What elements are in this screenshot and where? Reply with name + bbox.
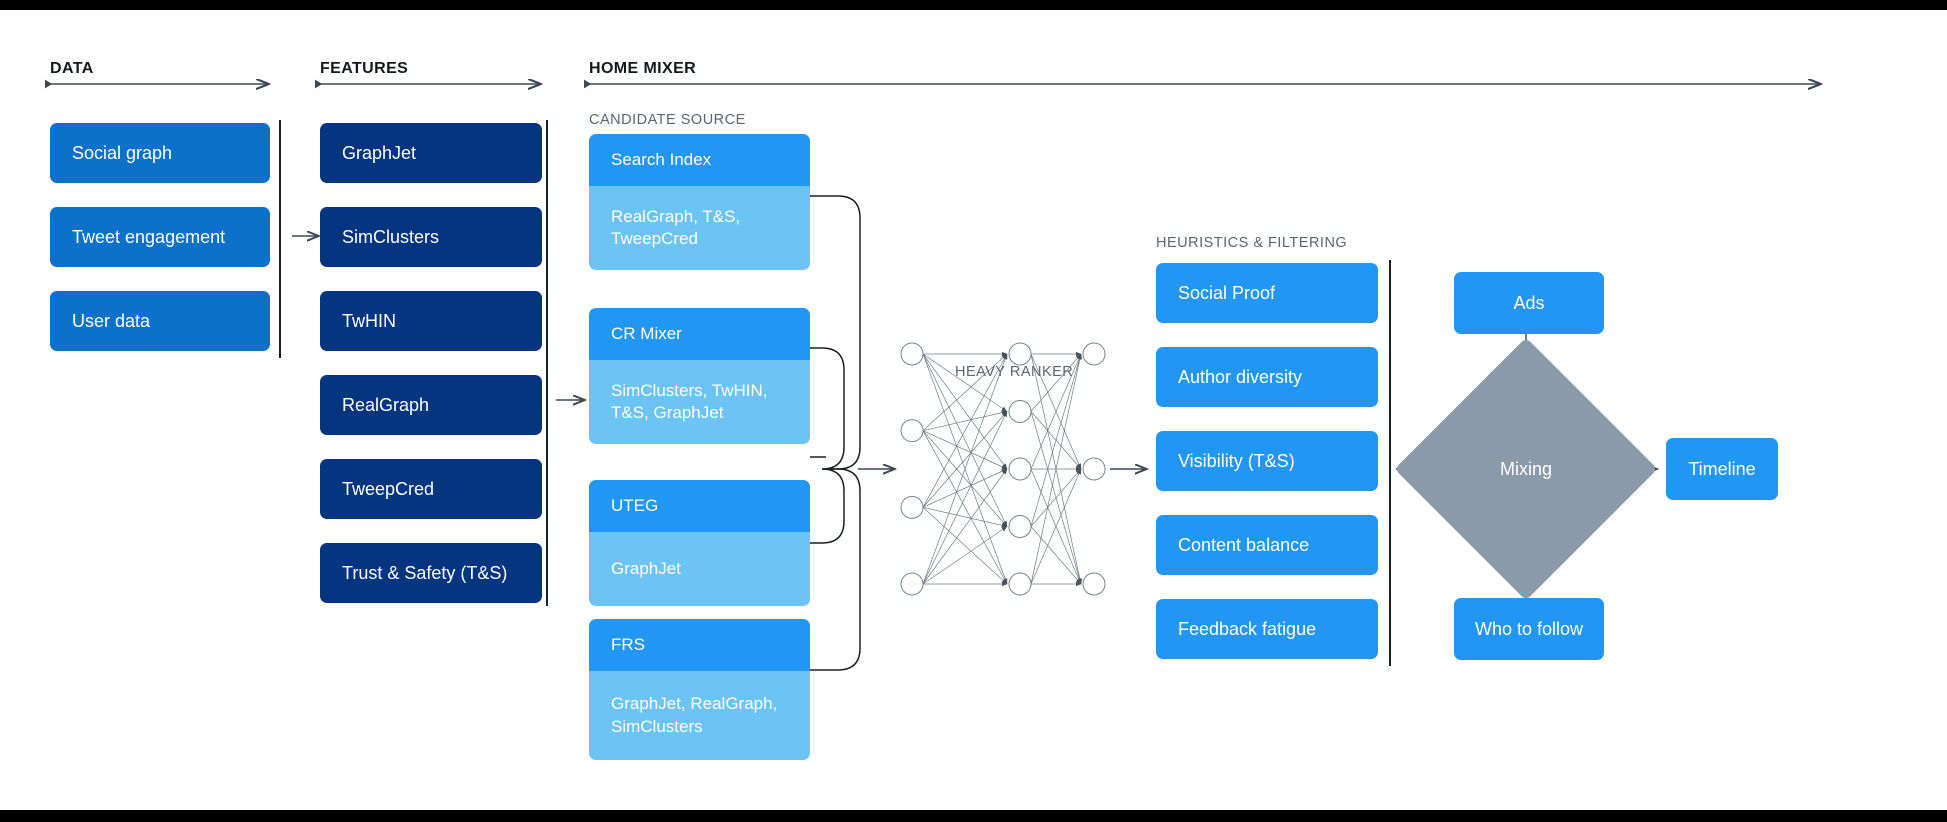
neural-node-input-4 xyxy=(900,572,924,596)
feature-box-label: Trust & Safety (T&S) xyxy=(342,562,508,583)
feature-box-label: TweepCred xyxy=(342,478,435,499)
heuristic-box-label: Social Proof xyxy=(1178,282,1276,303)
data-box-tweet-engagement[interactable]: Tweet engagement xyxy=(50,207,270,267)
neural-node-hidden-4 xyxy=(1008,515,1032,538)
feature-box-twhin[interactable]: TwHIN xyxy=(320,291,542,351)
divider-data-column xyxy=(279,120,281,358)
heuristic-box-content-balance[interactable]: Content balance xyxy=(1156,515,1378,575)
feature-box-realgraph[interactable]: RealGraph xyxy=(320,375,542,435)
feature-box-tweepcred[interactable]: TweepCred xyxy=(320,459,542,519)
mixing-label: Mixing xyxy=(1499,459,1552,479)
neural-node-input-1 xyxy=(900,342,924,366)
section-title-data: DATA xyxy=(50,60,94,77)
diagram-canvas: DATA FEATURES HOME MIXER CANDIDATE SOURC… xyxy=(0,10,1947,810)
heuristic-box-label: Content balance xyxy=(1178,534,1310,555)
heuristic-box-feedback-fatigue[interactable]: Feedback fatigue xyxy=(1156,599,1378,659)
subsection-label-heavy-ranker: HEAVY RANKER xyxy=(955,364,1074,380)
neural-node-input-3 xyxy=(900,495,924,519)
connector-overlay xyxy=(0,10,1947,671)
data-box-user-data[interactable]: User data xyxy=(50,291,270,351)
neural-node-input-2 xyxy=(900,419,924,443)
candidate-source-features: RealGraph, T&S, TweepCred xyxy=(589,186,810,270)
neural-node-output-1 xyxy=(1082,342,1106,366)
section-title-home-mixer: HOME MIXER xyxy=(589,60,697,77)
heuristic-box-label: Feedback fatigue xyxy=(1178,618,1317,639)
candidate-source-card-frs[interactable]: FRS GraphJet, RealGraph, SimClusters xyxy=(589,619,810,760)
bottom-black-bar xyxy=(0,810,1947,822)
candidate-source-card-search-index[interactable]: Search Index RealGraph, T&S, TweepCred xyxy=(589,134,810,270)
candidate-source-title: FRS xyxy=(589,619,810,671)
candidate-source-card-cr-mixer[interactable]: CR Mixer SimClusters, TwHIN, T&S, GraphJ… xyxy=(589,308,810,444)
top-black-bar xyxy=(0,0,1947,10)
data-box-label: Tweet engagement xyxy=(72,226,226,247)
candidate-source-features: GraphJet, RealGraph, SimClusters xyxy=(589,671,810,760)
neural-node-output-3 xyxy=(1082,572,1106,596)
neural-node-hidden-1 xyxy=(1008,342,1032,366)
output-box-who-to-follow[interactable]: Who to follow xyxy=(1454,598,1604,660)
feature-box-label: GraphJet xyxy=(342,142,417,163)
divider-heuristics-column xyxy=(1389,260,1391,666)
heuristic-box-social-proof[interactable]: Social Proof xyxy=(1156,263,1378,323)
output-box-timeline[interactable]: Timeline xyxy=(1666,438,1778,500)
divider-features-column xyxy=(546,120,548,606)
neural-node-output-2 xyxy=(1082,457,1106,481)
heuristic-box-label: Visibility (T&S) xyxy=(1178,450,1295,471)
candidate-source-title: Search Index xyxy=(589,134,810,186)
heuristic-box-visibility[interactable]: Visibility (T&S) xyxy=(1156,431,1378,491)
feature-box-label: TwHIN xyxy=(342,310,396,331)
output-box-label: Timeline xyxy=(1688,458,1756,479)
candidate-source-features: SimClusters, TwHIN, T&S, GraphJet xyxy=(589,360,810,444)
section-title-features: FEATURES xyxy=(320,60,409,77)
feature-box-trust-and-safety[interactable]: Trust & Safety (T&S) xyxy=(320,543,542,603)
candidate-source-title: CR Mixer xyxy=(589,308,810,360)
subsection-label-heuristics: HEURISTICS & FILTERING xyxy=(1156,235,1348,251)
data-box-social-graph[interactable]: Social graph xyxy=(50,123,270,183)
candidate-source-title: UTEG xyxy=(589,480,810,532)
heuristic-box-author-diversity[interactable]: Author diversity xyxy=(1156,347,1378,407)
heuristic-box-label: Author diversity xyxy=(1178,366,1303,387)
feature-box-simclusters[interactable]: SimClusters xyxy=(320,207,542,267)
candidate-source-features: GraphJet xyxy=(589,532,810,606)
neural-node-hidden-2 xyxy=(1008,400,1032,423)
feature-box-label: SimClusters xyxy=(342,226,440,247)
neural-node-hidden-5 xyxy=(1008,572,1032,596)
feature-box-graphjet[interactable]: GraphJet xyxy=(320,123,542,183)
output-box-label: Ads xyxy=(1513,292,1545,313)
feature-box-label: RealGraph xyxy=(342,394,430,415)
data-box-label: User data xyxy=(72,310,151,331)
candidate-source-card-uteg[interactable]: UTEG GraphJet xyxy=(589,480,810,606)
subsection-label-candidate-source: CANDIDATE SOURCE xyxy=(589,112,746,128)
neural-node-hidden-3 xyxy=(1008,457,1032,481)
output-box-ads[interactable]: Ads xyxy=(1454,272,1604,334)
data-box-label: Social graph xyxy=(72,142,173,163)
output-box-label: Who to follow xyxy=(1474,618,1584,639)
